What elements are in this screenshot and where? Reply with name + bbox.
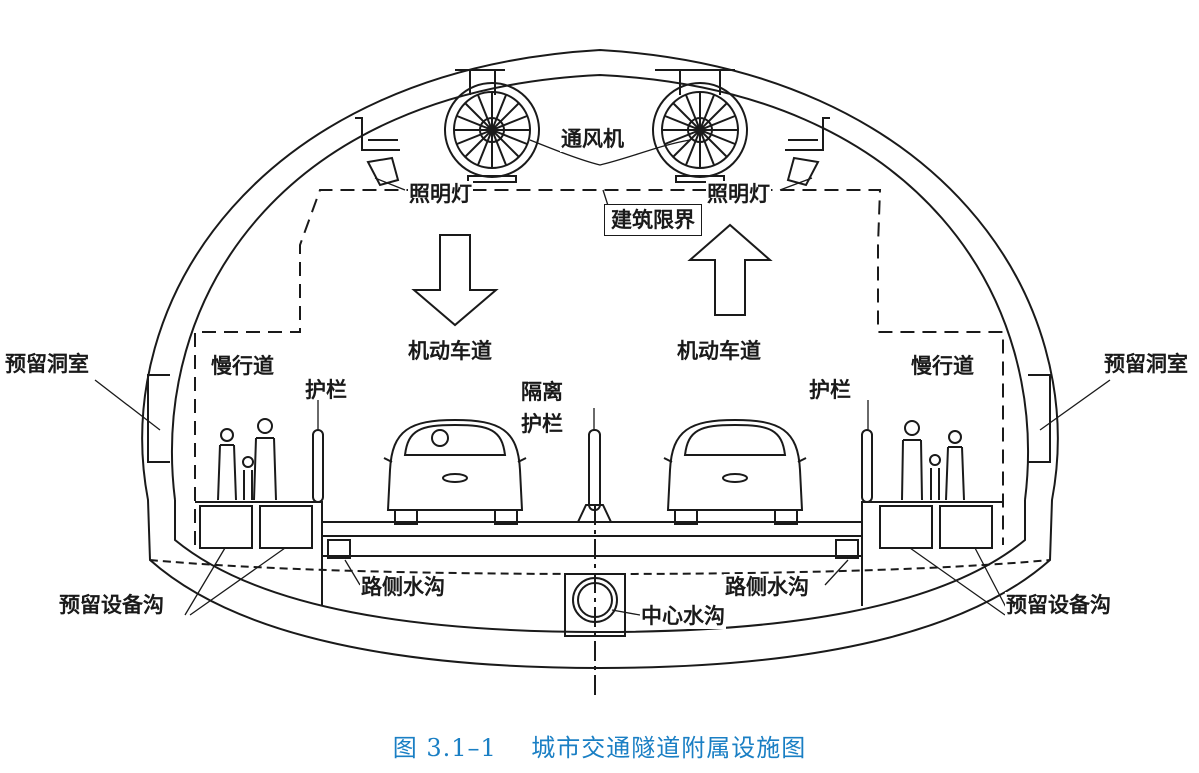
car-right [663, 418, 807, 525]
light-fixture-left [355, 117, 400, 187]
label-niche-left: 预留洞室 [4, 351, 90, 377]
label-trench-left: 预留设备沟 [58, 592, 165, 618]
niche-right [1028, 374, 1051, 463]
equipment-trench-r1 [879, 505, 933, 549]
label-slow-left: 慢行道 [211, 354, 274, 378]
guardrail-left [312, 429, 324, 503]
fan-left [444, 69, 540, 183]
arrow-up [687, 223, 773, 316]
equipment-trench-r2 [939, 505, 993, 549]
label-rail-right: 护栏 [809, 378, 851, 402]
guardrail-right [861, 429, 873, 503]
label-clearance: 建筑限界 [604, 204, 702, 236]
subgrade-dashed [149, 559, 1051, 576]
label-trench-right: 预留设备沟 [1005, 592, 1112, 618]
label-fan: 通风机 [560, 126, 625, 152]
label-light-right: 照明灯 [706, 181, 771, 207]
label-side-drain-left: 路侧水沟 [360, 574, 446, 600]
tunnel-outer-lining [141, 48, 1059, 670]
sidewalk-right [861, 501, 1003, 522]
median-barrier-post [588, 429, 601, 511]
label-lane-left: 机动车道 [408, 339, 492, 363]
label-median-line2: 护栏 [521, 412, 563, 436]
pedestrians-left [217, 418, 277, 501]
pedestrians-right [901, 420, 965, 501]
tunnel-inner-lining [171, 73, 1029, 501]
light-fixture-right [785, 117, 830, 187]
label-lane-right: 机动车道 [677, 339, 761, 363]
median-barrier-base [576, 504, 613, 523]
label-rail-left: 护栏 [305, 378, 347, 402]
label-light-left: 照明灯 [408, 181, 473, 207]
label-niche-right: 预留洞室 [1103, 351, 1189, 377]
clearance-envelope [194, 189, 1004, 545]
side-drain-left-box [327, 539, 351, 559]
caption-number: 图 3.1–1 [392, 734, 497, 762]
tunnel-invert [174, 500, 1026, 634]
label-slow-right: 慢行道 [911, 354, 974, 378]
equipment-trench-l2 [259, 505, 313, 549]
label-median-line1: 隔离 [521, 380, 563, 404]
sidewalk-left [195, 501, 323, 522]
label-center-drain: 中心水沟 [640, 603, 726, 629]
car-left [383, 418, 527, 525]
equipment-trench-l1 [199, 505, 253, 549]
side-drain-right-box [835, 539, 859, 559]
caption-title: 城市交通隧道附属设施图 [531, 734, 807, 762]
arrow-down [411, 234, 499, 327]
label-side-drain-right: 路侧水沟 [724, 574, 810, 600]
fan-right [652, 69, 748, 183]
niche-left [147, 374, 170, 463]
figure-caption: 图 3.1–1 城市交通隧道附属设施图 [0, 728, 1199, 763]
